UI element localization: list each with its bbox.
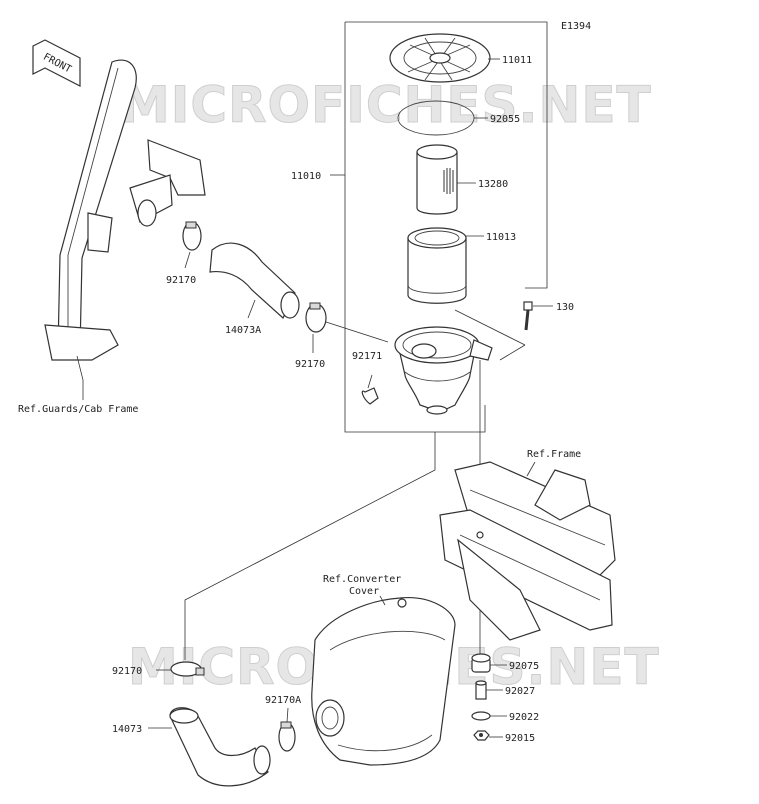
clamp-92170-upper (182, 221, 202, 251)
label-92027: 92027 (505, 686, 535, 697)
label-130: 130 (556, 302, 574, 313)
watermark-top: MICROFICHES.NET (120, 76, 652, 134)
ref-converter-line1: Ref.Converter (323, 574, 401, 585)
label-14073: 14073 (112, 724, 142, 735)
hose-14073 (169, 707, 271, 787)
label-14073a: 14073A (225, 325, 261, 336)
label-92170-lower: 92170 (112, 666, 142, 677)
bolt-130 (523, 301, 533, 331)
element-11013 (407, 227, 467, 304)
label-92171: 92171 (352, 351, 382, 362)
front-arrow-icon: FRONT (32, 39, 81, 87)
clamp-92170-lower (170, 661, 205, 677)
label-92170-upper: 92170 (166, 275, 196, 286)
collar-92027 (475, 680, 487, 700)
clamp-92170-middle (305, 302, 327, 333)
label-92015: 92015 (505, 733, 535, 744)
ref-frame: Ref.Frame (527, 449, 581, 460)
label-92170-middle: 92170 (295, 359, 325, 370)
label-92022: 92022 (509, 712, 539, 723)
clamp-92170a (278, 721, 296, 752)
label-92075: 92075 (509, 661, 539, 672)
hose-14073a (209, 242, 300, 319)
label-92170a: 92170A (265, 695, 301, 706)
label-11010: 11010 (291, 171, 321, 182)
label-11011: 11011 (502, 55, 532, 66)
label-92055: 92055 (490, 114, 520, 125)
air-cleaner-case (394, 326, 493, 415)
washer-92022 (471, 711, 491, 721)
element-13280 (416, 144, 458, 215)
air-cleaner-assembly-box (330, 21, 548, 433)
cab-frame-bar (44, 59, 206, 400)
ref-converter-line2: Cover (349, 586, 379, 597)
cover-11011 (389, 33, 491, 83)
label-11013: 11013 (486, 232, 516, 243)
diagram-code: E1394 (561, 21, 591, 32)
label-13280: 13280 (478, 179, 508, 190)
nut-92015 (473, 730, 490, 741)
clip-92171 (361, 387, 379, 405)
ref-guards-cab-frame: Ref.Guards/Cab Frame (18, 404, 138, 415)
vehicle-frame (439, 461, 616, 641)
converter-cover (311, 597, 456, 766)
damper-92075 (471, 653, 491, 673)
